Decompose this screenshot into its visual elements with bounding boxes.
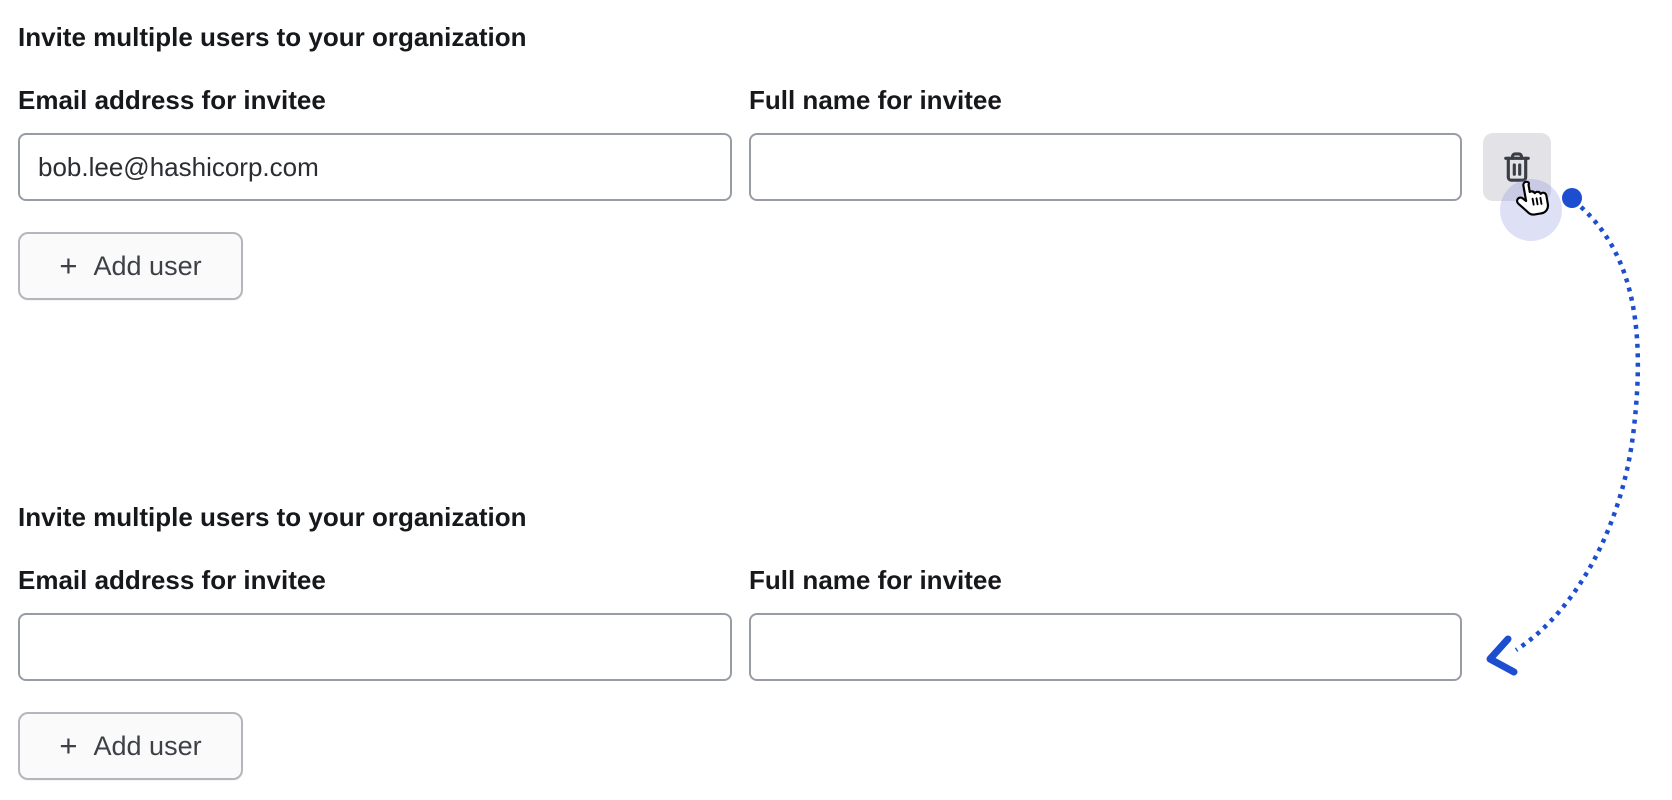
email-field-group: Email address for invitee: [18, 565, 732, 681]
invite-form-before: Invite multiple users to your organizati…: [18, 22, 1672, 300]
email-label: Email address for invitee: [18, 565, 326, 595]
invitee-row: Email address for invitee Full name for …: [18, 85, 1672, 201]
email-input[interactable]: [18, 133, 732, 201]
add-user-label: Add user: [93, 730, 202, 761]
add-user-button[interactable]: + Add user: [18, 232, 243, 300]
fullname-field-group: Full name for invitee: [749, 85, 1462, 201]
page-title: Invite multiple users to your organizati…: [18, 22, 527, 52]
page-title: Invite multiple users to your organizati…: [18, 502, 527, 532]
plus-icon: +: [59, 247, 78, 283]
invite-form-after: Invite multiple users to your organizati…: [18, 502, 1672, 780]
fullname-label: Full name for invitee: [749, 85, 1002, 115]
email-field-group: Email address for invitee: [18, 85, 732, 201]
fullname-label: Full name for invitee: [749, 565, 1002, 595]
fullname-input[interactable]: [749, 133, 1462, 201]
fullname-field-group: Full name for invitee: [749, 565, 1462, 681]
delete-user-button[interactable]: [1483, 133, 1551, 201]
trash-icon: [1504, 152, 1530, 182]
add-user-label: Add user: [93, 250, 202, 281]
invite-users-page: Invite multiple users to your organizati…: [18, 22, 1672, 780]
email-input[interactable]: [18, 613, 732, 681]
plus-icon: +: [59, 727, 78, 763]
invitee-row: Email address for invitee Full name for …: [18, 565, 1672, 681]
fullname-input[interactable]: [749, 613, 1462, 681]
email-label: Email address for invitee: [18, 85, 326, 115]
add-user-button[interactable]: + Add user: [18, 712, 243, 780]
